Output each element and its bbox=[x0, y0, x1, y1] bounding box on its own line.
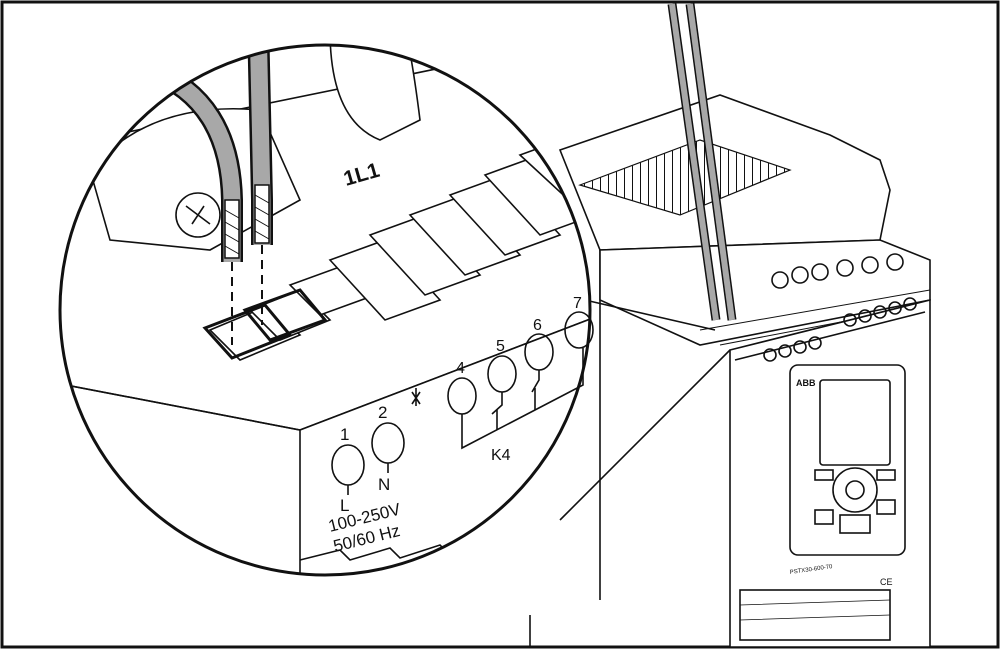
terminal-1-number: 1 bbox=[340, 425, 349, 444]
brand-logo: ABB bbox=[796, 378, 816, 388]
hmi-keypad: ABB bbox=[789, 364, 906, 556]
magnifier-line bbox=[559, 299, 731, 521]
terminal-7-number: 7 bbox=[573, 295, 582, 312]
relay-K4-label: K4 bbox=[491, 447, 511, 464]
terminal-6-number: 6 bbox=[533, 317, 542, 334]
terminal-2-number: 2 bbox=[378, 403, 387, 422]
terminal-block-row bbox=[699, 253, 931, 346]
relay-terminal-group: 4 5 6 7 K4 bbox=[411, 295, 594, 464]
terminal-N-label: N bbox=[378, 475, 390, 494]
wire-leads-device bbox=[667, 3, 737, 321]
ce-mark: CE bbox=[880, 577, 893, 587]
terminal-4-number: 4 bbox=[456, 360, 465, 377]
soft-starter-device: ABB PSTX30-600-70 CE bbox=[529, 94, 931, 648]
terminal-screws-front bbox=[763, 297, 917, 362]
terminal-L-label: L bbox=[340, 496, 349, 515]
terminal-5-number: 5 bbox=[496, 338, 505, 355]
